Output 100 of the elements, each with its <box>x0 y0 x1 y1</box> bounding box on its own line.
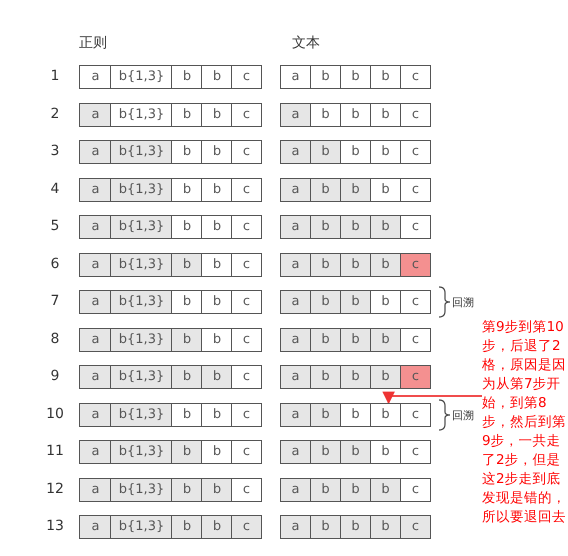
regex-token-cell: a <box>79 365 112 389</box>
text-char-cell: a <box>280 403 311 427</box>
regex-token-cell: a <box>79 290 112 314</box>
text-char-cell: a <box>280 140 311 164</box>
text-char-cell: b <box>370 253 401 277</box>
regex-token-cell: b <box>201 365 233 389</box>
text-char-cell: b <box>310 478 341 502</box>
text-char-cell: a <box>280 365 311 389</box>
column-header: 文本 <box>292 34 320 52</box>
regex-token-cell: b <box>201 290 233 314</box>
regex-token-cell: b <box>201 65 233 89</box>
regex-token-cell: b <box>171 215 203 239</box>
text-char-cell: b <box>340 365 371 389</box>
text-char-cell: b <box>340 140 371 164</box>
regex-token-cell: b{1,3} <box>110 65 173 89</box>
regex-token-cell: b <box>171 478 203 502</box>
annotation-text: 第9步到第10步，后退了2格，原因是因为从第7步开始，到第8步，然后到第9步，一共走了2步，但是这2步走到底发现是错的，所以要退回去 <box>482 318 566 527</box>
regex-token-cell: b <box>171 140 203 164</box>
text-char-cell: b <box>370 290 401 314</box>
regex-token-cell: b <box>171 440 203 464</box>
regex-token-cell: c <box>231 515 262 539</box>
text-char-cell: c <box>400 253 431 277</box>
text-char-cell: b <box>370 178 401 202</box>
regex-token-cell: b <box>171 178 203 202</box>
text-char-cell: b <box>370 65 401 89</box>
regex-token-cell: c <box>231 178 262 202</box>
text-char-cell: b <box>310 253 341 277</box>
regex-token-cell: c <box>231 253 262 277</box>
text-char-cell: a <box>280 103 311 127</box>
text-char-cell: b <box>310 515 341 539</box>
text-char-cell: b <box>310 328 341 352</box>
regex-token-cell: b <box>201 140 233 164</box>
step-number: 8 <box>50 331 60 347</box>
text-char-cell: b <box>310 440 341 464</box>
text-char-cell: b <box>340 328 371 352</box>
text-char-cell: c <box>400 440 431 464</box>
regex-token-cell: b <box>201 478 233 502</box>
text-char-cell: a <box>280 65 311 89</box>
text-char-cell: c <box>400 403 431 427</box>
regex-token-cell: b{1,3} <box>110 478 173 502</box>
regex-token-cell: c <box>231 478 262 502</box>
text-char-cell: b <box>340 403 371 427</box>
regex-token-cell: b <box>201 178 233 202</box>
step-number: 6 <box>50 256 60 272</box>
regex-token-cell: a <box>79 65 112 89</box>
regex-token-cell: b <box>171 365 203 389</box>
text-char-cell: b <box>340 515 371 539</box>
step-number: 11 <box>45 443 65 459</box>
regex-token-cell: a <box>79 478 112 502</box>
regex-token-cell: b{1,3} <box>110 290 173 314</box>
text-char-cell: b <box>370 365 401 389</box>
regex-token-cell: b{1,3} <box>110 253 173 277</box>
regex-token-cell: c <box>231 290 262 314</box>
text-char-cell: b <box>310 103 341 127</box>
regex-token-cell: b{1,3} <box>110 103 173 127</box>
text-char-cell: b <box>370 103 401 127</box>
regex-token-cell: a <box>79 253 112 277</box>
step-number: 1 <box>50 68 60 84</box>
text-char-cell: c <box>400 178 431 202</box>
step-number: 13 <box>45 518 65 534</box>
regex-token-cell: b <box>201 440 233 464</box>
regex-token-cell: b{1,3} <box>110 403 173 427</box>
step-number: 2 <box>50 106 60 122</box>
text-char-cell: c <box>400 515 431 539</box>
step-number: 10 <box>45 406 65 422</box>
text-char-cell: a <box>280 515 311 539</box>
text-char-cell: a <box>280 328 311 352</box>
regex-token-cell: b <box>171 253 203 277</box>
text-char-cell: b <box>370 215 401 239</box>
regex-token-cell: a <box>79 103 112 127</box>
regex-token-cell: c <box>231 215 262 239</box>
regex-token-cell: b{1,3} <box>110 515 173 539</box>
regex-token-cell: a <box>79 515 112 539</box>
step-number: 9 <box>50 368 60 384</box>
text-char-cell: a <box>280 178 311 202</box>
regex-token-cell: b{1,3} <box>110 440 173 464</box>
regex-token-cell: b <box>201 328 233 352</box>
regex-token-cell: a <box>79 440 112 464</box>
text-char-cell: b <box>310 290 341 314</box>
text-char-cell: b <box>310 403 341 427</box>
text-char-cell: a <box>280 290 311 314</box>
regex-token-cell: b{1,3} <box>110 215 173 239</box>
regex-token-cell: c <box>231 140 262 164</box>
text-char-cell: b <box>370 403 401 427</box>
step-number: 4 <box>50 181 60 197</box>
text-char-cell: b <box>370 440 401 464</box>
column-header: 正则 <box>79 34 107 52</box>
regex-token-cell: c <box>231 103 262 127</box>
regex-token-cell: b <box>201 253 233 277</box>
backtrack-label: 回溯 <box>452 408 474 423</box>
text-char-cell: b <box>340 440 371 464</box>
regex-token-cell: a <box>79 215 112 239</box>
text-char-cell: b <box>340 103 371 127</box>
regex-token-cell: b <box>201 215 233 239</box>
regex-token-cell: c <box>231 440 262 464</box>
regex-token-cell: c <box>231 328 262 352</box>
text-char-cell: c <box>400 215 431 239</box>
regex-token-cell: b{1,3} <box>110 328 173 352</box>
text-char-cell: b <box>340 65 371 89</box>
step-number: 3 <box>50 143 60 159</box>
